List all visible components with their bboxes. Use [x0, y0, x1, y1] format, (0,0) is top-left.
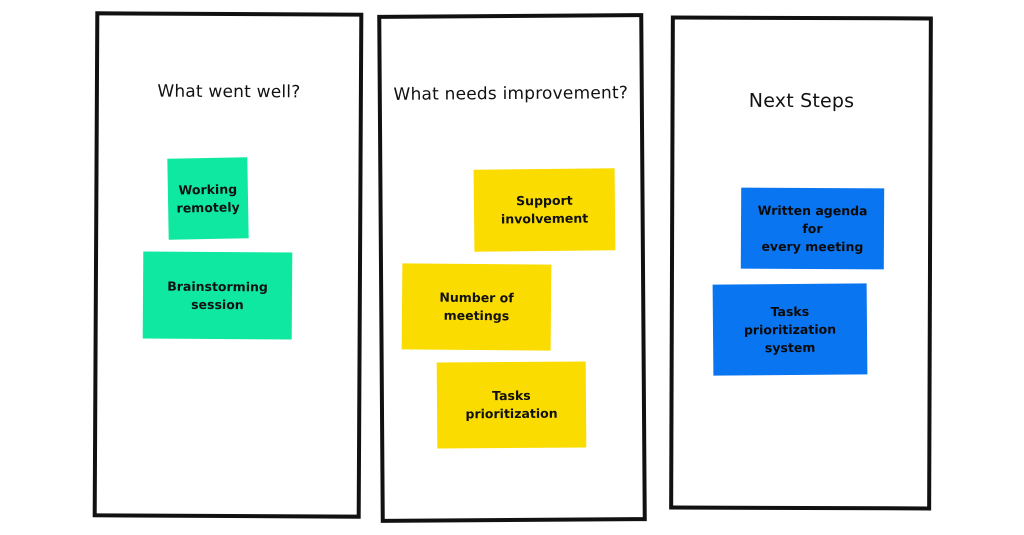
sticky-note-working-remotely[interactable]: Working remotely [167, 157, 249, 240]
sticky-note-text: Support involvement [500, 192, 589, 227]
sticky-note-text: Tasks prioritization system [743, 303, 837, 355]
column-title: What went well? [157, 81, 301, 103]
sticky-note-number-of-meetings[interactable]: Number of meetings [401, 263, 552, 351]
sticky-note-brainstorming-session[interactable]: Brainstorming session [142, 251, 293, 340]
sticky-note-text: Tasks prioritization [465, 387, 558, 422]
sticky-note-text: Number of meetings [439, 289, 514, 324]
sticky-note-text: Written agenda for every meeting [757, 202, 868, 254]
sticky-note-tasks-prioritization[interactable]: Tasks prioritization [436, 361, 587, 449]
column-title: What needs improvement? [393, 83, 629, 105]
sticky-note-written-agenda[interactable]: Written agenda for every meeting [740, 187, 885, 270]
column-title: Next Steps [748, 89, 855, 113]
sticky-note-text: Brainstorming session [167, 278, 268, 312]
sticky-note-support-involvement[interactable]: Support involvement [473, 168, 616, 252]
sticky-note-text: Working remotely [176, 180, 240, 216]
sticky-note-tasks-prioritization-system[interactable]: Tasks prioritization system [712, 283, 868, 376]
